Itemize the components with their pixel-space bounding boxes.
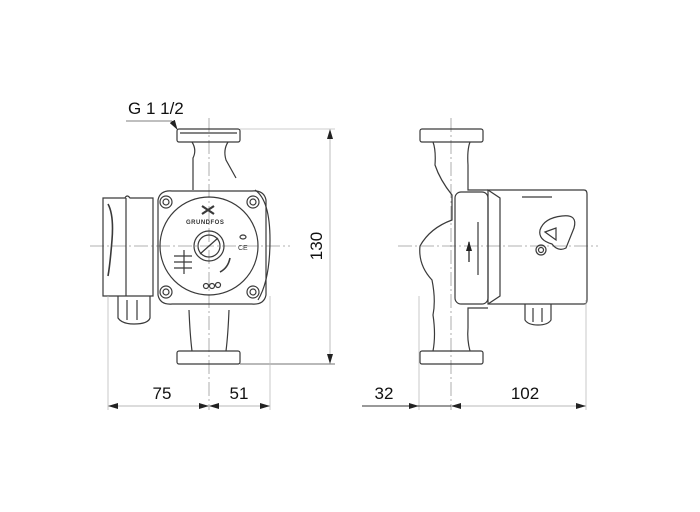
terminal-box: [102, 195, 154, 297]
stator-face: [159, 196, 259, 296]
brand-label: GRUNDFOS: [186, 220, 224, 226]
connection-callout: G 1 1/2: [126, 99, 184, 130]
bottom-flange: [176, 350, 241, 365]
side-view: [398, 118, 598, 410]
front-view: [90, 118, 290, 410]
left-offset-dimension: 32: [375, 384, 394, 403]
vent-plug: [193, 230, 225, 262]
pump-housing: [157, 190, 267, 305]
connection-label: G 1 1/2: [128, 99, 184, 118]
pump-head: [454, 191, 489, 305]
side-bottom-flange: [419, 350, 484, 365]
left-width-dimension: 75: [153, 384, 172, 403]
right-width-dimension: 51: [230, 384, 249, 403]
top-flange: [176, 128, 241, 143]
side-cable-gland: [524, 304, 552, 326]
cable-gland: [117, 296, 151, 325]
grundfos-logo-icon: [201, 205, 215, 215]
motor-housing: [487, 189, 588, 305]
height-dimension: 130: [307, 232, 326, 260]
side-top-flange: [419, 128, 484, 143]
depth-dimension: 102: [511, 384, 539, 403]
front-dimensions: 130 75 51: [107, 128, 335, 410]
side-dimensions: 32 102: [362, 296, 587, 410]
ce-mark: CE: [238, 245, 248, 252]
speed-selector-knob: [539, 215, 576, 250]
